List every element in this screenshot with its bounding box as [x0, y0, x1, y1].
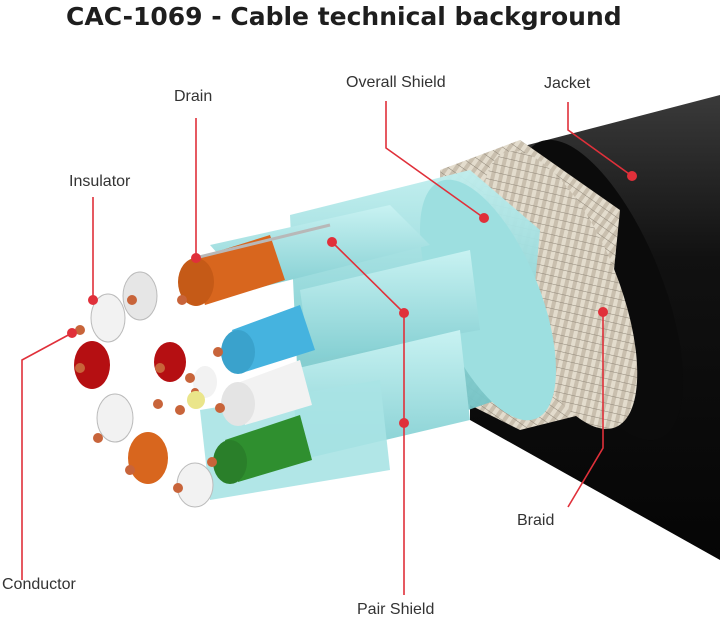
- jacket-label: Jacket: [544, 75, 591, 92]
- conductor-label: Conductor: [2, 576, 76, 593]
- callout-dots: [67, 171, 637, 428]
- drain-label: Drain: [174, 88, 213, 105]
- page-title: CAC-1069 - Cable technical background: [66, 2, 622, 31]
- conductor-bundle: [74, 223, 331, 508]
- overall-shield-label: Overall Shield: [346, 74, 446, 91]
- braid-label: Braid: [517, 512, 555, 529]
- pair-shield-label: Pair Shield: [357, 601, 435, 618]
- insulator-label: Insulator: [69, 173, 131, 190]
